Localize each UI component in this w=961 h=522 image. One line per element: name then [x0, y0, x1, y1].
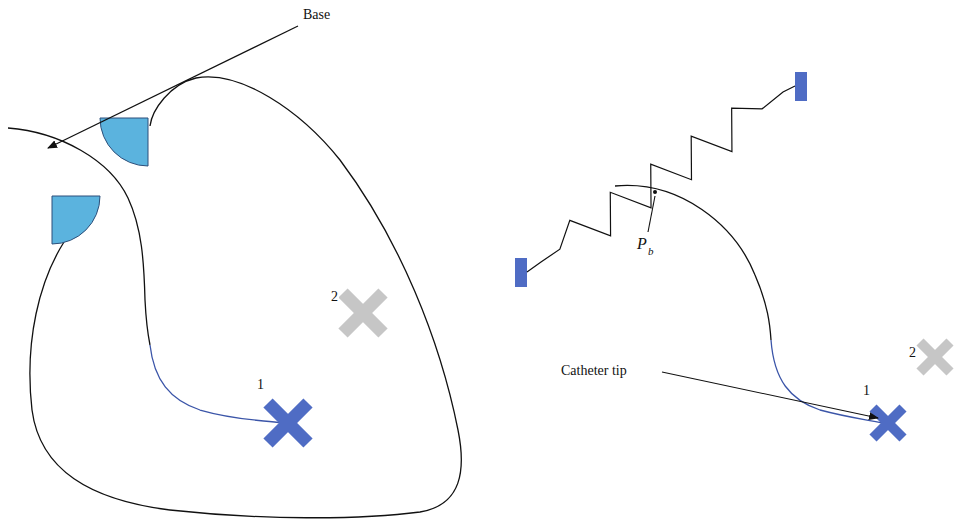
callout-number: 2	[330, 290, 339, 304]
target-cross-2	[343, 293, 383, 333]
valve-upper	[100, 118, 148, 166]
leader-line	[662, 372, 878, 418]
leader-line	[648, 196, 655, 232]
callout-number: 1	[256, 378, 265, 392]
catheter-tip-segment	[150, 345, 282, 423]
heart-outline	[30, 77, 461, 518]
target-cross-1	[268, 403, 308, 443]
spring-anchor	[515, 258, 527, 287]
base-point	[653, 190, 657, 194]
leader-line	[48, 26, 298, 148]
valve-lower	[52, 196, 100, 244]
callout-number: 2	[908, 346, 917, 360]
point-label-subscript: b	[647, 246, 655, 257]
catheter-tip-segment	[771, 340, 882, 423]
catheter-sheath	[615, 185, 771, 340]
point-label: P	[636, 236, 648, 252]
spring-anchor	[795, 72, 807, 101]
target-cross-2	[920, 342, 950, 372]
spring	[527, 86, 795, 272]
callout-number: 1	[862, 384, 871, 398]
part-label: Base	[302, 8, 331, 22]
target-cross-1	[873, 408, 903, 438]
part-label: Catheter tip	[560, 364, 628, 378]
